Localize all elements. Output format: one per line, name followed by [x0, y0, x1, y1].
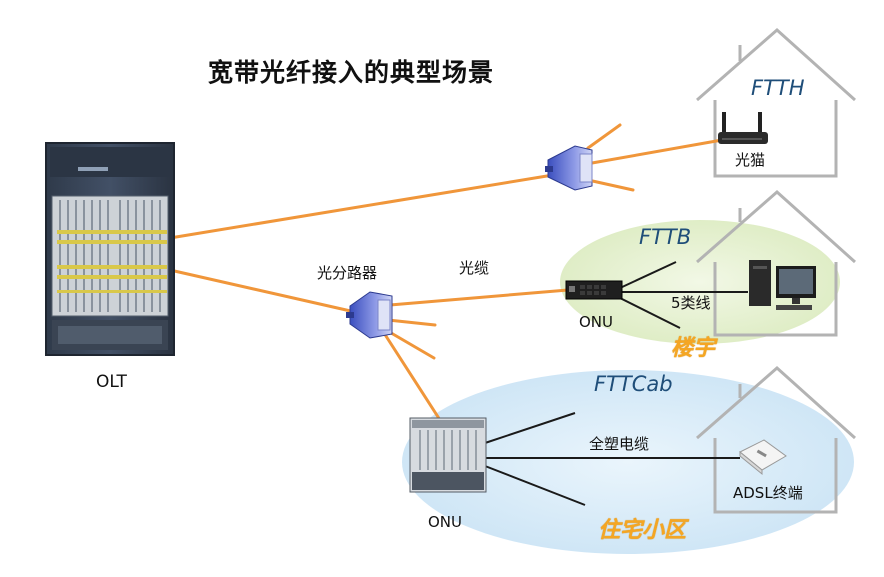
page-title: 宽带光纤接入的典型场景 — [208, 58, 495, 87]
fttb-onu-label: ONU — [579, 313, 614, 331]
fttb-zone — [560, 220, 840, 344]
splitter-main[interactable] — [346, 291, 393, 339]
residential-zone-label: 住宅小区 — [598, 518, 687, 543]
plastic-cable-label: 全塑电缆 — [589, 435, 650, 453]
cat5-label: 5类线 — [671, 294, 711, 312]
building-zone-label: 楼宇 — [671, 336, 716, 361]
olt-label: OLT — [96, 372, 127, 392]
fttb-onu-device[interactable] — [565, 280, 623, 300]
copper-lines — [484, 261, 748, 506]
cable-label: 光缆 — [459, 259, 490, 277]
adsl-terminal-label: ADSL终端 — [733, 484, 803, 502]
fiber-lines — [168, 123, 724, 422]
fttcab-onu-device[interactable] — [409, 417, 487, 493]
ftth-house — [696, 27, 857, 178]
desktop-pc-device[interactable] — [749, 260, 816, 310]
optical-modem-device[interactable] — [718, 112, 768, 144]
olt-device[interactable] — [45, 142, 175, 356]
optical-modem-label: 光猫 — [735, 151, 766, 169]
fttb-scenario-label: FTTB — [639, 225, 692, 249]
splitter-label: 光分路器 — [317, 264, 378, 282]
adsl-terminal-device[interactable] — [739, 439, 787, 476]
fttcab-scenario-label: FTTCab — [594, 372, 673, 396]
fttcab-zone — [402, 370, 854, 554]
fttcab-house — [696, 365, 857, 514]
fttcab-onu-label: ONU — [428, 513, 463, 531]
ftth-scenario-label: FTTH — [751, 76, 805, 100]
fttb-house — [696, 189, 857, 337]
splitter-top[interactable] — [545, 145, 593, 191]
